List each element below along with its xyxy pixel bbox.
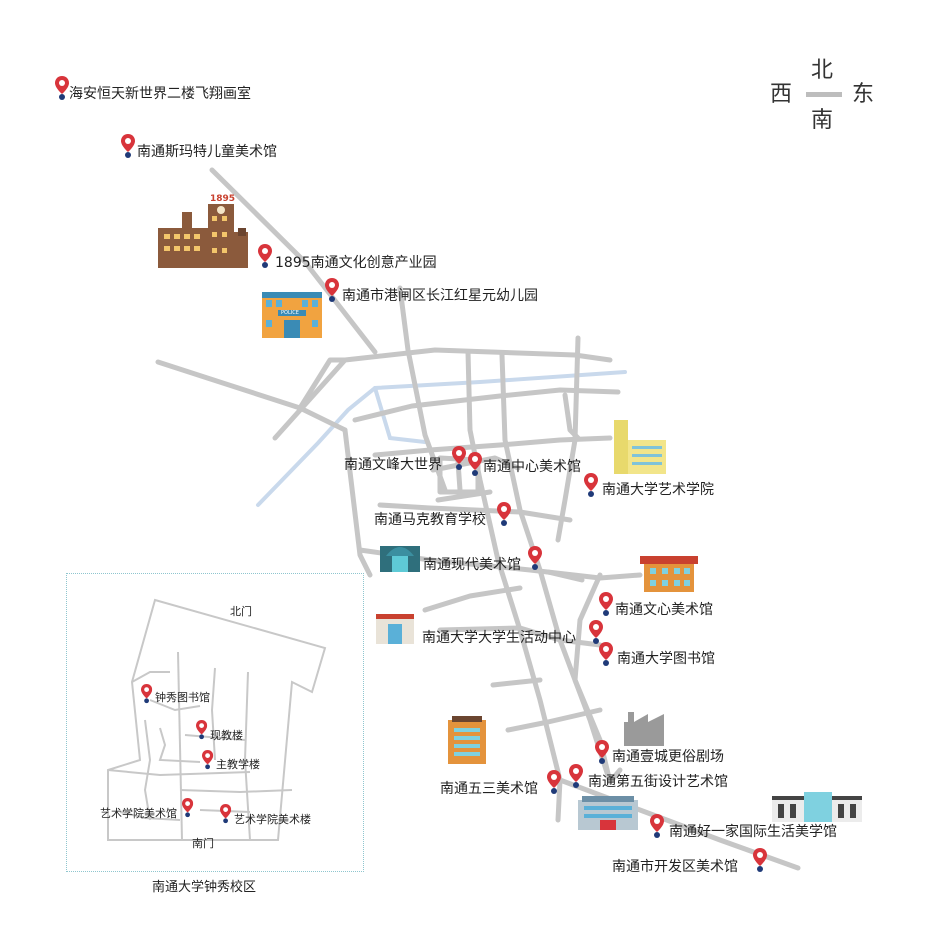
- compass-bar: [806, 92, 842, 97]
- location-label-dev-zone[interactable]: 南通市开发区美术馆: [612, 859, 738, 875]
- location-label-1895-park[interactable]: 1895南通文化创意产业园: [275, 255, 437, 271]
- location-label-art-college[interactable]: 南通大学艺术学院: [602, 482, 714, 498]
- haoyijia-building-icon: [772, 792, 862, 822]
- campus-south-gate: 南门: [192, 837, 214, 850]
- location-pin-icon[interactable]: [497, 502, 511, 526]
- campus-north-gate: 北门: [230, 605, 252, 618]
- location-label-wusan[interactable]: 南通五三美术馆: [440, 781, 538, 797]
- location-pin-icon[interactable]: [55, 76, 69, 100]
- campus-pin-icon[interactable]: [182, 798, 194, 818]
- location-pin-icon[interactable]: [468, 452, 482, 476]
- location-pin-icon[interactable]: [547, 770, 561, 794]
- location-label-smart[interactable]: 南通斯玛特儿童美术馆: [137, 144, 277, 160]
- location-pin-icon[interactable]: [599, 642, 613, 666]
- campus-label-art-museum[interactable]: 艺术学院美术馆: [100, 807, 177, 820]
- art-college-building-icon: [614, 420, 666, 474]
- campus-pin-icon[interactable]: [141, 684, 153, 704]
- campus-roads: [107, 598, 327, 841]
- campus-label-xianjiao[interactable]: 现教楼: [210, 729, 243, 742]
- location-label-mark-school[interactable]: 南通马克教育学校: [374, 512, 486, 528]
- compass-east: 东: [852, 82, 875, 107]
- location-pin-icon[interactable]: [584, 473, 598, 497]
- campus-inset-frame: [66, 573, 364, 872]
- campus-inset-title: 南通大学钟秀校区: [152, 880, 257, 895]
- location-pin-icon[interactable]: [452, 446, 466, 470]
- location-pin-icon[interactable]: [589, 620, 603, 644]
- location-label-wenfeng[interactable]: 南通文峰大世界: [344, 457, 442, 473]
- location-label-center-museum[interactable]: 南通中心美术馆: [483, 459, 581, 475]
- location-pin-icon[interactable]: [528, 546, 542, 570]
- compass-west: 西: [770, 82, 793, 107]
- campus-pin-icon[interactable]: [196, 720, 208, 740]
- location-pin-icon[interactable]: [753, 848, 767, 872]
- location-label-student-center[interactable]: 南通大学大学生活动中心: [422, 630, 576, 646]
- campus-label-library[interactable]: 钟秀图书馆: [155, 691, 210, 704]
- compass-north: 北: [811, 58, 834, 83]
- compass-south: 南: [811, 108, 834, 133]
- campus-pin-icon[interactable]: [220, 804, 232, 824]
- location-label-wenxin[interactable]: 南通文心美术馆: [615, 602, 713, 618]
- location-label-library[interactable]: 南通大学图书馆: [617, 651, 715, 667]
- location-label-yicheng[interactable]: 南通壹城更俗剧场: [612, 749, 724, 765]
- location-pin-icon[interactable]: [650, 814, 664, 838]
- location-label-modern-museum[interactable]: 南通现代美术馆: [423, 557, 521, 573]
- location-pin-icon[interactable]: [599, 592, 613, 616]
- location-label-fifth-ave[interactable]: 南通第五街设计艺术馆: [588, 774, 728, 790]
- wenxin-building-icon: [640, 556, 698, 592]
- campus-label-main-building[interactable]: 主教学楼: [216, 758, 260, 771]
- campus-pin-icon[interactable]: [202, 750, 214, 770]
- location-pin-icon[interactable]: [595, 740, 609, 764]
- hotel-tower-icon: [448, 716, 486, 764]
- modern-museum-building-icon: [380, 546, 420, 572]
- road-network: [155, 167, 801, 871]
- police-station-icon: [262, 292, 322, 338]
- location-pin-icon[interactable]: [258, 244, 272, 268]
- mall-building-icon: [578, 796, 638, 830]
- location-pin-icon[interactable]: [121, 134, 135, 158]
- location-label-kindergarten[interactable]: 南通市港闸区长江红星元幼儿园: [342, 288, 538, 304]
- location-label-haian[interactable]: 海安恒天新世界二楼飞翔画室: [69, 86, 251, 102]
- factory-gray-icon: [624, 712, 664, 746]
- location-pin-icon[interactable]: [569, 764, 583, 788]
- police-sign: POLICE: [281, 310, 299, 316]
- student-center-building-icon: [376, 614, 414, 644]
- factory-sign: 1895: [210, 194, 236, 204]
- location-pin-icon[interactable]: [325, 278, 339, 302]
- campus-label-art-building[interactable]: 艺术学院美术楼: [234, 813, 311, 826]
- location-label-haoyijia[interactable]: 南通好一家国际生活美学馆: [669, 824, 837, 840]
- factory-1895-icon: [158, 204, 248, 268]
